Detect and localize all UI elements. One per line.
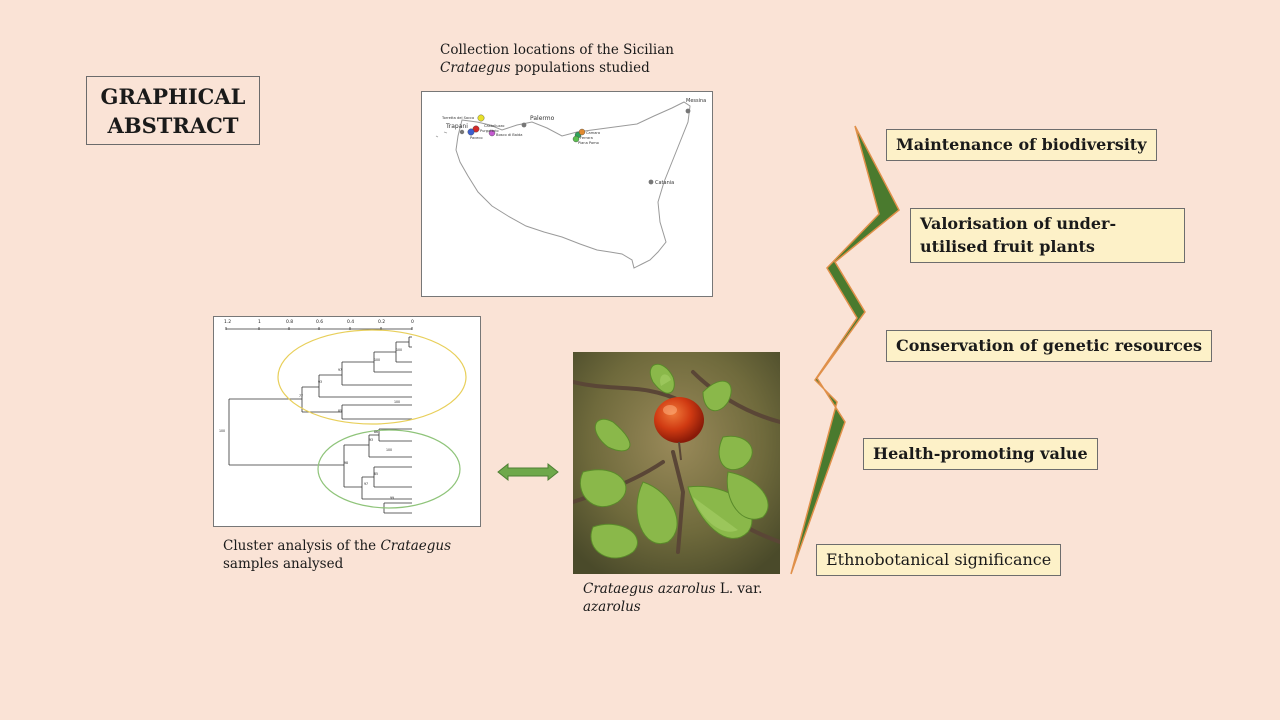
axis-tick-label: 0.4 [347,319,354,325]
cluster-caption: Cluster analysis of the Crataegus sample… [223,537,503,573]
benefit-biodiversity: Maintenance of biodiversity [886,129,1157,161]
map-label-catania: Catania [655,180,674,186]
axis-tick-label: 0.6 [316,319,323,325]
sicily-map-svg: Messina Palermo Catania Trapani Torretta… [435,98,706,269]
cluster-caption-line1: Cluster analysis of the [223,538,381,554]
cluster-ellipse-lower [317,429,461,509]
node-label: 100 [374,358,380,362]
node-label: 85 [338,409,342,413]
lightning-bolt-shape [790,125,900,575]
node-label: 100 [219,429,225,433]
map-label-castelluzzo: Castelluzzo [484,124,504,128]
sicily-map: Messina Palermo Catania Trapani Torretta… [421,91,713,297]
axis-tick-label: 0.2 [378,319,385,325]
node-label: 97 [338,368,342,372]
map-label-ferrara: Ferrara [580,136,593,140]
benefit-ethnobotanical: Ethnobotanical significance [816,544,1062,576]
photo-caption-species: Crataegus azarolus [583,581,716,597]
photo-caption-author: L. var. [715,581,763,597]
node-label: 77 [299,394,303,398]
map-label-torretta: Torretta del Sacco [441,116,474,120]
node-label: 99 [390,496,394,500]
cluster-caption-genus: Crataegus [380,538,452,554]
map-label-camara: Camara [586,131,600,135]
map-label-piana: Piana Pomo [578,141,599,145]
map-dot-trapani [459,129,465,135]
node-label: 100 [394,400,400,404]
cluster-dendrogram: 1.2 1 0.8 0.6 0.4 0.2 0 [213,316,481,527]
node-label: 85 [374,472,378,476]
map-marker-4 [488,129,496,137]
axis-tick-label: 1.2 [224,319,231,325]
map-dot-catania [648,179,654,185]
map-label-palermo: Palermo [530,115,555,122]
map-label-paceco: Paceco [470,136,483,140]
sicily-outline [455,101,691,269]
crataegus-photo [573,352,780,574]
node-label: 100 [396,348,402,352]
map-marker-1 [477,114,485,122]
map-label-bosco: Bosco di Baida [496,133,522,137]
node-label: 100 [386,448,392,452]
node-label: 93 [369,438,373,442]
fruit-icon [654,397,704,443]
photo-caption-variety: azarolus [583,599,641,615]
map-caption-line1: Collection locations of the Sicilian [440,42,674,58]
node-label: 97 [364,482,368,486]
cluster-ellipse-upper [277,329,467,425]
map-caption-genus: Crataegus [440,60,511,76]
axis-tick-label: 0.8 [286,319,293,325]
cluster-caption-line2: samples analysed [223,556,344,572]
map-marker-6 [578,128,586,136]
node-label: 98 [344,461,348,465]
dendrogram-svg: 1.2 1 0.8 0.6 0.4 0.2 0 [219,319,467,514]
double-arrow-icon [497,462,559,482]
map-marker-7 [572,135,580,143]
node-label: 93 [318,380,322,384]
map-marker-3 [467,128,475,136]
axis-tick-label: 1 [258,319,261,325]
photo-caption: Crataegus azarolus L. var. azarolus [583,580,803,616]
graphical-abstract-title: GRAPHICAL ABSTRACT [86,76,260,145]
map-label-purgatorio: Purgatorio [480,129,499,133]
lightning-bolt-icon [790,125,900,575]
benefit-valorisation: Valorisation of under-utilised fruit pla… [910,208,1185,263]
map-marker-2 [472,125,480,133]
crataegus-photo-illustration [573,352,780,574]
axis-tick-label: 0 [411,319,414,325]
benefit-health: Health-promoting value [863,438,1098,470]
benefit-genetic-resources: Conservation of genetic resources [886,330,1213,362]
node-label: 86 [374,430,378,434]
map-label-trapani: Trapani [445,123,468,130]
map-dot-palermo [521,122,527,128]
map-dot-messina [685,108,691,114]
map-label-messina: Messina [686,98,706,104]
map-caption-line2: populations studied [510,60,650,76]
map-caption: Collection locations of the Sicilian Cra… [440,41,740,77]
dendrogram-branches [225,327,413,514]
